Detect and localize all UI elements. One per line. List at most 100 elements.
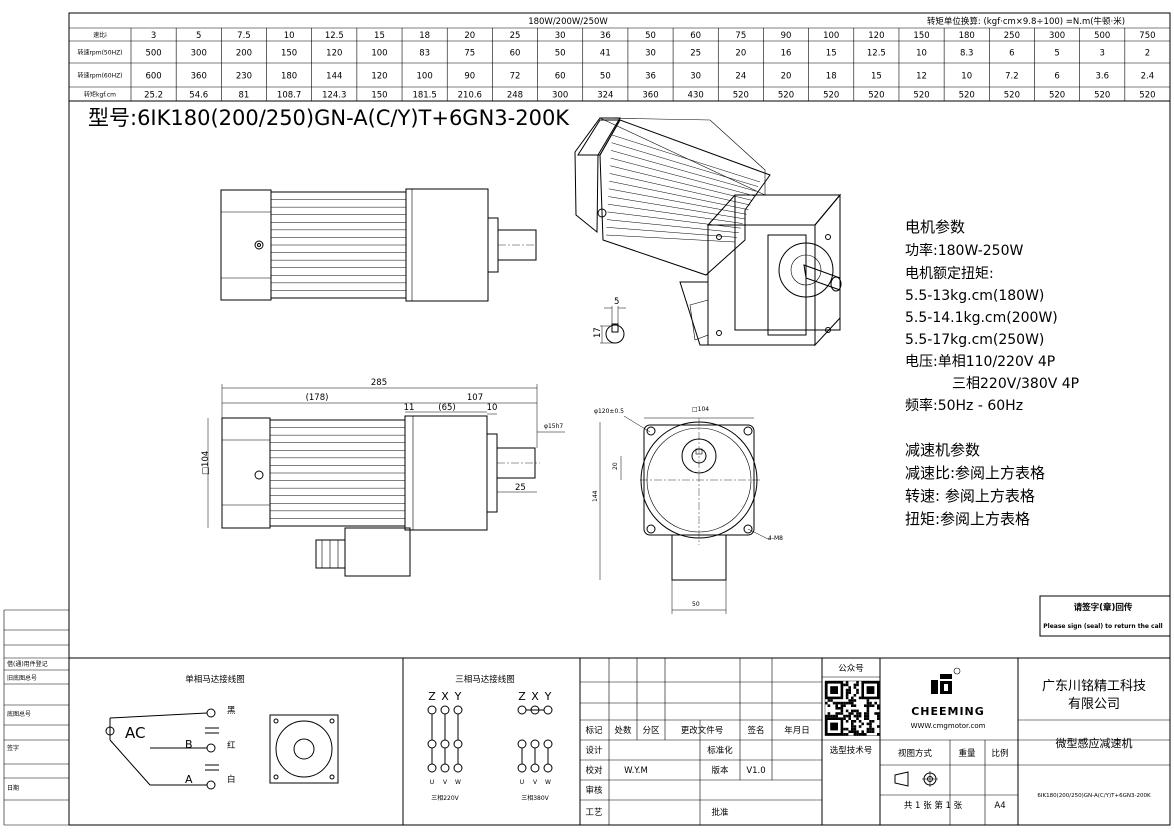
spec-cell: 360 [642,91,658,101]
reducer-param-ratio: 减速比:参阅上方表格 [905,464,1045,482]
phase-letter: Z [428,690,436,703]
dim-key-width: 5 [614,297,619,307]
spec-cell: 20 [735,49,746,59]
dim-10: 10 [487,403,498,413]
label-date: 日期 [7,784,19,792]
spec-row-label: 速比i [93,31,107,39]
spec-cell: 100 [371,49,387,59]
phase-terminal: W [545,779,551,786]
spec-cell: 120 [868,31,884,41]
tb-header-sign: 签名 [747,725,764,736]
spec-cell: 300 [552,91,568,101]
spec-cell: 60 [510,49,521,59]
tb-check-label: 校对 [585,765,603,776]
tb-design-label: 设计 [585,745,603,756]
spec-cell: 72 [510,72,521,82]
spec-cell: 36 [645,72,656,82]
dim-65: (65) [438,403,455,413]
spec-header-unit: 转矩单位换算: (kgf·cm×9.8÷100) =N.m(牛顿·米) [927,16,1125,27]
motor-param-torque-label: 电机额定扭矩: [905,266,994,282]
spec-cell: 60 [690,31,701,41]
spec-cell: 520 [1139,91,1155,101]
spec-cell: 108.7 [277,91,301,101]
spec-cell: 12.5 [325,31,344,41]
spec-cell: 60 [555,72,566,82]
three-phase-title: 三相马达接线图 [455,674,515,685]
ac-label: AC [125,724,145,742]
spec-cell: 30 [555,31,566,41]
spec-cell: 250 [1004,31,1020,41]
dim-gap: 11 [404,403,415,413]
phase-terminal: V [443,779,448,786]
spec-cell: 150 [371,91,387,101]
phase-letter: Y [544,690,552,703]
spec-cell: 18 [826,72,837,82]
dim-shaft-length: 25 [515,483,526,493]
phase-terminal: V [533,779,538,786]
spec-cell: 10 [961,72,972,82]
spec-cell: 90 [464,72,475,82]
spec-cell: 520 [1094,91,1110,101]
spec-cell: 100 [823,31,839,41]
dim-flange-square: □104 [692,406,709,413]
tb-process-label: 工艺 [585,808,602,818]
spec-cell: 25.2 [144,91,163,101]
single-phase-title: 单相马达接线图 [185,674,245,685]
spec-cell: 75 [735,31,746,41]
terminal-b: B [185,738,193,751]
motor-params: 电机参数 功率:180W-250W 电机额定扭矩: 5.5-13kg.cm(18… [905,218,1079,414]
spec-cell: 50 [645,31,656,41]
company-name-line2: 有限公司 [1068,697,1120,712]
front-view: □104 φ120±0.5 144 20 4-M8 50 [592,406,783,614]
spec-cell: 6 [1009,49,1014,59]
label-base-no: 底图总号 [7,710,31,718]
wire-white: 白 [227,774,236,785]
tb-version-label: 版本 [711,765,729,776]
motor-params-title: 电机参数 [905,218,965,236]
motor-param-voltage-single: 电压:单相110/220V 4P [905,354,1055,370]
tb-standard-label: 标准化 [707,745,733,756]
spec-cell: 100 [417,72,433,82]
spec-cell: 120 [326,49,342,59]
spec-cell: 24 [735,72,746,82]
spec-cell: 2 [1145,49,1150,59]
phase-letter: Y [454,690,462,703]
spec-cell: 300 [1049,31,1065,41]
spec-cell: 75 [464,49,475,59]
spec-row-label: 转速rpm(60HZ) [77,72,122,80]
wire-red: 红 [227,740,236,751]
side-view-dimensioned: 285 (178) 107 11 (65) 10 φ15h7 □104 25 [201,378,565,577]
spec-cell: 500 [1094,31,1110,41]
spec-cell: 300 [191,49,207,59]
phase-terminal: U [520,779,524,786]
website: WWW.cmgmotor.com [911,722,986,730]
phase-letter: Z [518,690,526,703]
spec-cell: 520 [823,91,839,101]
motor-3d-view [574,117,842,347]
spec-cell: 18 [419,31,430,41]
spec-cell: 15 [374,31,385,41]
spec-table: 180W/200W/250W 转矩单位换算: (kgf·cm×9.8÷100) … [68,12,1171,102]
motor-param-frequency: 频率:50Hz - 60Hz [905,397,1023,414]
reducer-params-title: 减速机参数 [905,441,980,459]
dim-total-length: 285 [371,378,387,388]
return-note: 请签字(章)回传 Please sign (seal) to return th… [1039,595,1171,637]
brand-name: CHEEMING [911,705,985,718]
spec-cell: 30 [645,49,656,59]
phase-letter: X [441,690,449,703]
spec-cell: 7.2 [1005,72,1019,82]
spec-row-label: 转矩kgf.cm [84,91,116,99]
spec-cell: 520 [868,91,884,101]
spec-cell: 600 [145,72,161,82]
dim-shaft-diameter: φ15h7 [544,423,563,430]
company-name-line1: 广东川铭精工科技 [1042,679,1146,694]
spec-cell: 25 [690,49,701,59]
dim-flange-diameter: φ120±0.5 [594,408,624,415]
dim-body-length: (178) [306,393,329,403]
spec-cell: 120 [371,72,387,82]
spec-cell: 20 [781,72,792,82]
spec-cell: 3 [151,31,156,41]
motor-param-torque-200: 5.5-14.1kg.cm(200W) [905,310,1058,326]
spec-cell: 10 [916,49,927,59]
